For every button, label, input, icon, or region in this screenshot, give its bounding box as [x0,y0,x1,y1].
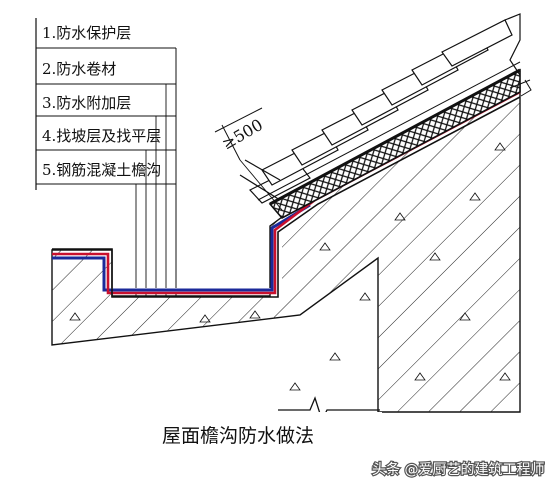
legend-table: 1.防水保护层 2.防水卷材 3.防水附加层 4.找坡层及找平层 5.钢筋混凝土… [35,18,177,320]
break-line [276,396,382,424]
legend-item-1: 1.防水保护层 [42,24,131,42]
watermark: 头条 @爱厨艺的建筑工程师 头条 @爱厨艺的建筑工程师 [371,460,546,479]
insulation-layer [268,68,521,220]
legend-item-3: 3.防水附加层 [42,94,131,112]
diagram-caption: 屋面檐沟防水做法 [162,425,314,447]
svg-text:头条 @爱厨艺的建筑工程师: 头条 @爱厨艺的建筑工程师 [372,461,544,478]
roof-tiles [239,19,521,204]
top-break [504,13,532,97]
legend-item-2: 2.防水卷材 [42,60,116,78]
watermark-text: 头条 @爱厨艺的建筑工程师 [372,461,544,478]
legend-item-4: 4.找坡层及找平层 [42,127,161,145]
gutter-cavity [104,220,282,293]
protection-layer [52,96,521,298]
legend-item-5: 5.钢筋混凝土檐沟 [42,161,161,179]
dimension-label: ≥500 [219,115,267,153]
membrane-blue-additional [52,203,311,292]
